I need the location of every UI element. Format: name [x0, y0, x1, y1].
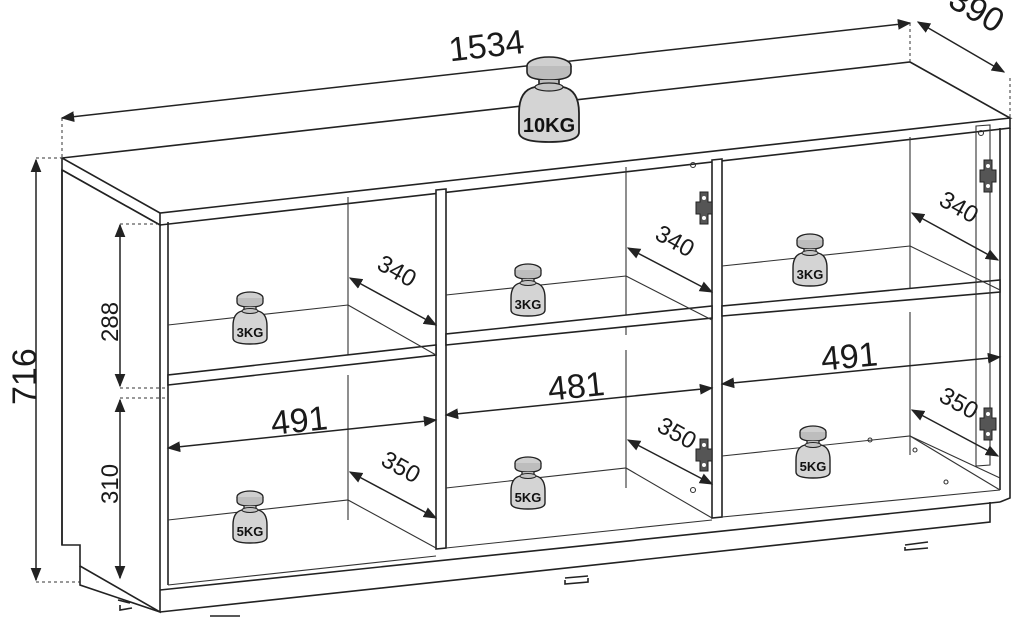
- shelf-middle-upper: [445, 305, 713, 346]
- upper-depth-label-left: 340: [373, 250, 421, 293]
- dimension-arrow-icon: [60, 18, 912, 123]
- lower-shelf-height-label: 310: [97, 464, 124, 504]
- weight-icon: 5KG: [795, 425, 831, 479]
- left-side-panel: [61, 168, 161, 614]
- top-weight-label: 10KG: [523, 115, 575, 137]
- hinge-icon: [695, 438, 713, 472]
- weight-icon: 5KG: [232, 490, 268, 544]
- lower-left-weight-label: 5KG: [237, 524, 264, 539]
- upper-left-weight-label: 3KG: [237, 325, 264, 340]
- lower-right-weight-label: 5KG: [800, 459, 827, 474]
- left-inner-width-label: 491: [269, 399, 329, 443]
- total-height-label: 716: [6, 348, 44, 405]
- weight-icon: 3KG: [792, 233, 828, 287]
- middle-inner-width-label: 481: [546, 365, 606, 409]
- divider-right: [711, 158, 723, 519]
- upper-shelf-height-label: 288: [97, 302, 124, 342]
- weight-icon: 5KG: [510, 456, 546, 510]
- divider-left: [435, 188, 447, 550]
- dimension-arrow-icon: [916, 21, 1006, 73]
- total-width-label: 1534: [447, 23, 526, 69]
- upper-middle-weight-label: 3KG: [515, 297, 542, 312]
- weight-icon: 10KG: [518, 56, 580, 143]
- depth-label: 390: [942, 0, 1010, 41]
- hinge-icon: [979, 159, 997, 193]
- weight-icon: 3KG: [232, 291, 268, 345]
- lower-depth-label-middle: 350: [653, 412, 701, 455]
- shelf-left-upper: [167, 344, 437, 386]
- lower-depth-label-left: 350: [377, 446, 425, 489]
- hinge-icon: [979, 407, 997, 441]
- dimension-lines: [30, 18, 1011, 583]
- hinge-icon: [695, 191, 713, 225]
- right-inner-width-label: 491: [819, 335, 879, 378]
- weight-icon: 3KG: [510, 263, 546, 317]
- shelf-right-upper: [721, 279, 1001, 317]
- upper-depth-label-middle: 340: [651, 220, 699, 263]
- lower-middle-weight-label: 5KG: [515, 490, 542, 505]
- upper-right-weight-label: 3KG: [797, 267, 824, 282]
